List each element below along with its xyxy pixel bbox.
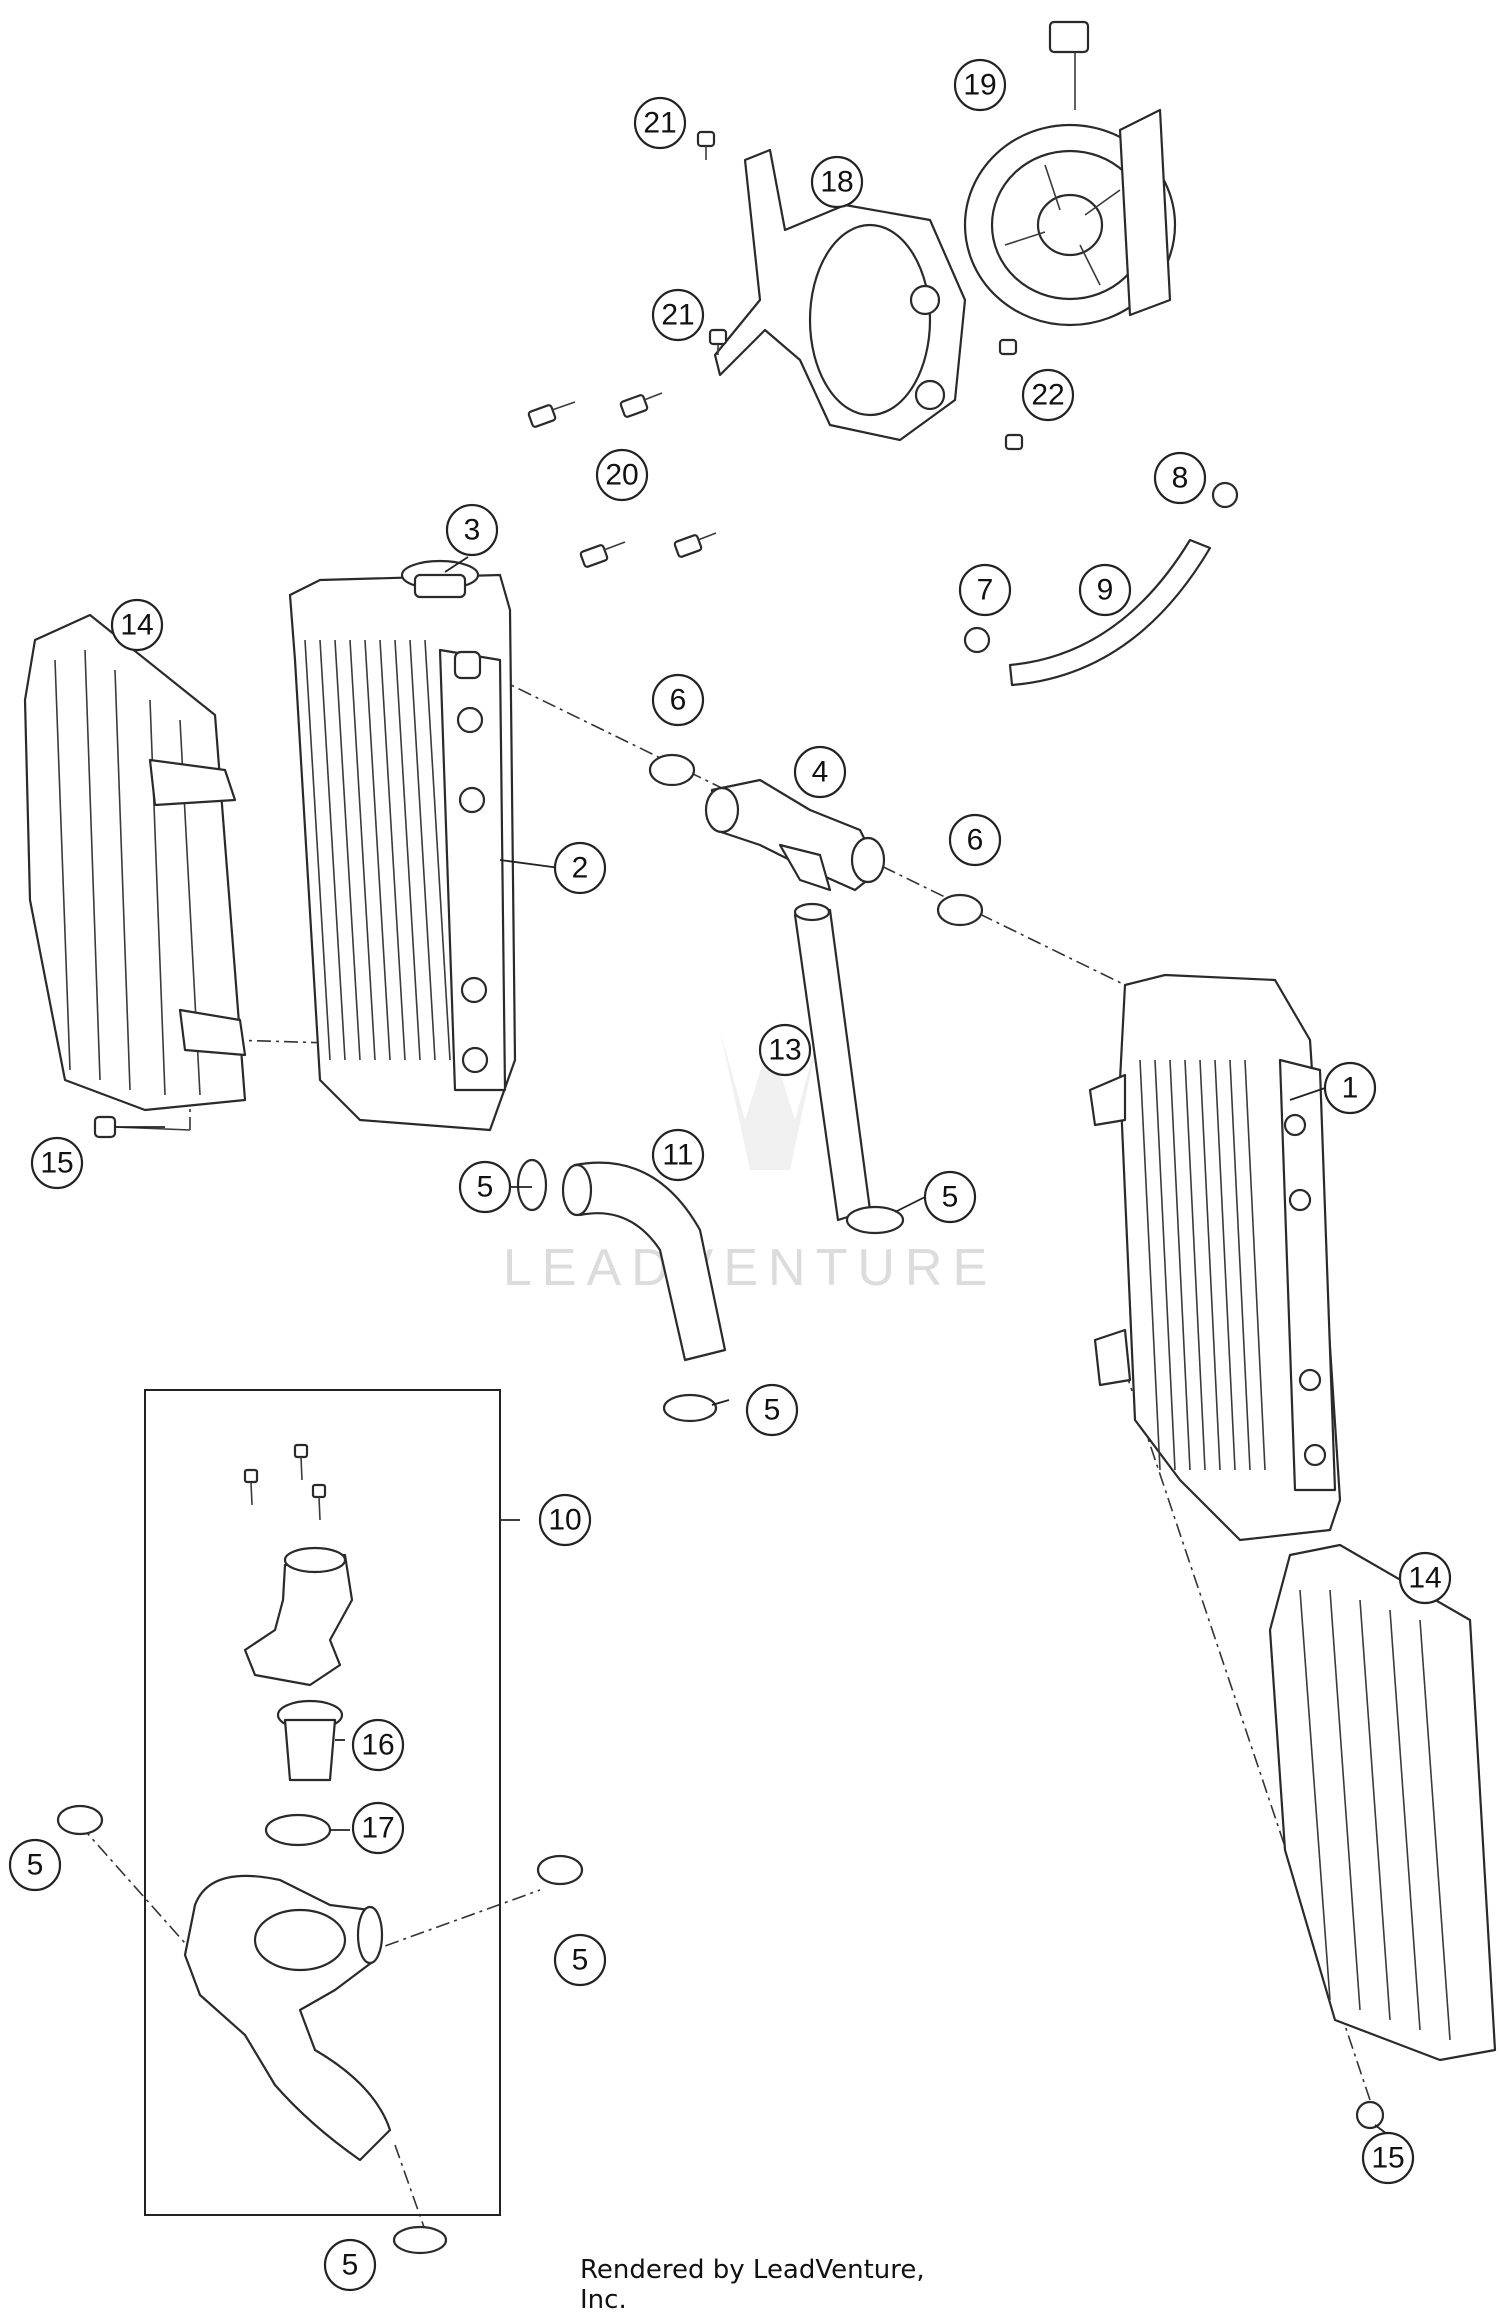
- thermostat-housing: [243, 1443, 354, 1687]
- thermostat-hose-assembly: [183, 1874, 392, 2162]
- svg-text:20: 20: [605, 459, 638, 492]
- screw-22a: [998, 338, 1018, 356]
- screw-20d: [673, 532, 717, 558]
- svg-text:4: 4: [812, 756, 829, 789]
- radiator-left: [288, 573, 517, 1132]
- radiator-cap: [400, 559, 480, 599]
- radiator-right: [1088, 973, 1342, 1542]
- watermark-text: LEADVENTURE: [503, 1239, 997, 1297]
- screw-20c: [579, 541, 626, 568]
- callout-2: 2: [553, 841, 607, 895]
- screws: [527, 130, 1024, 568]
- cooling-fan: [963, 20, 1177, 327]
- svg-text:19: 19: [963, 69, 996, 102]
- svg-text:9: 9: [1097, 574, 1114, 607]
- small-hose-assembly: [963, 481, 1239, 687]
- callout-16: 16: [351, 1718, 405, 1772]
- callout-4: 4: [793, 745, 847, 799]
- callout-14b: 14: [1398, 1551, 1452, 1605]
- svg-text:5: 5: [27, 1849, 44, 1882]
- leader-lines: [115, 556, 1396, 2141]
- callout-17: 17: [351, 1801, 405, 1855]
- svg-text:18: 18: [820, 166, 853, 199]
- svg-text:17: 17: [361, 1812, 394, 1845]
- callout-5b: 5: [923, 1170, 977, 1224]
- render-credit: Rendered by LeadVenture, Inc.: [580, 2255, 925, 2315]
- svg-text:13: 13: [768, 1034, 801, 1067]
- callout-11: 11: [651, 1128, 705, 1182]
- callout-8: 8: [1153, 451, 1207, 505]
- callout-9: 9: [1078, 563, 1132, 617]
- long-tube: [793, 902, 872, 1222]
- callout-13: 13: [758, 1023, 812, 1077]
- callout-5d: 5: [8, 1838, 62, 1892]
- callout-19: 19: [953, 58, 1007, 112]
- t-fitting: [704, 778, 886, 892]
- radiator-shroud-right: [1268, 1543, 1497, 2062]
- svg-text:21: 21: [661, 299, 694, 332]
- callout-20: 20: [595, 448, 649, 502]
- svg-text:15: 15: [1371, 2142, 1404, 2175]
- svg-text:16: 16: [361, 1729, 394, 1762]
- svg-text:8: 8: [1172, 462, 1189, 495]
- callout-3: 3: [445, 503, 499, 557]
- callout-15a: 15: [30, 1136, 84, 1190]
- callout-6b: 6: [948, 813, 1002, 867]
- callout-1: 1: [1323, 1061, 1377, 1115]
- kit-screws: [243, 1443, 327, 1521]
- callout-6a: 6: [651, 673, 705, 727]
- screw-20a: [527, 401, 576, 428]
- svg-text:22: 22: [1031, 379, 1064, 412]
- callout-18: 18: [810, 155, 864, 209]
- callout-10: 10: [538, 1493, 592, 1547]
- callout-5c: 5: [745, 1383, 799, 1437]
- screw-22b: [1004, 433, 1024, 451]
- screw-21b: [708, 328, 728, 355]
- callout-15b: 15: [1361, 2131, 1415, 2185]
- screw-20b: [619, 392, 663, 418]
- svg-text:6: 6: [967, 824, 984, 857]
- fan-bracket: [713, 148, 967, 442]
- svg-text:7: 7: [977, 574, 994, 607]
- callouts: 1 2 3 4 5 5 5 5 5 5 6 6 7 8 9 10 11 13 1…: [8, 58, 1452, 2292]
- svg-text:6: 6: [670, 684, 687, 717]
- callout-7: 7: [958, 563, 1012, 617]
- thermostat-kit-box: [144, 1389, 520, 2216]
- callout-5e: 5: [553, 1933, 607, 1987]
- callout-22: 22: [1021, 368, 1075, 422]
- screw-21a: [696, 130, 716, 160]
- callout-21b: 21: [651, 288, 705, 342]
- svg-text:11: 11: [662, 1139, 693, 1172]
- svg-text:5: 5: [572, 1944, 589, 1977]
- svg-text:15: 15: [40, 1147, 73, 1180]
- radiator-shroud-left: [23, 613, 247, 1112]
- svg-text:3: 3: [464, 514, 481, 547]
- watermark-logo-icon: [720, 1030, 820, 1170]
- hose-clamps-5: [56, 1158, 905, 2255]
- svg-text:5: 5: [477, 1171, 494, 1204]
- svg-text:5: 5: [764, 1394, 781, 1427]
- svg-text:5: 5: [942, 1181, 959, 1214]
- thermostat: [276, 1699, 344, 1782]
- hose-clamps-6: [648, 753, 984, 927]
- o-ring: [264, 1813, 332, 1847]
- svg-text:14: 14: [1408, 1562, 1441, 1595]
- svg-text:21: 21: [643, 107, 676, 140]
- svg-text:14: 14: [120, 609, 153, 642]
- svg-text:1: 1: [1342, 1072, 1359, 1105]
- callout-14a: 14: [110, 598, 164, 652]
- coolant-hose-upper: [561, 1161, 727, 1362]
- callout-5a: 5: [458, 1160, 512, 1214]
- svg-text:5: 5: [342, 2249, 359, 2282]
- svg-text:2: 2: [572, 852, 589, 885]
- fasteners-15: [93, 1115, 1385, 2130]
- callout-5f: 5: [323, 2238, 377, 2292]
- svg-text:10: 10: [548, 1504, 581, 1537]
- callout-21a: 21: [633, 96, 687, 150]
